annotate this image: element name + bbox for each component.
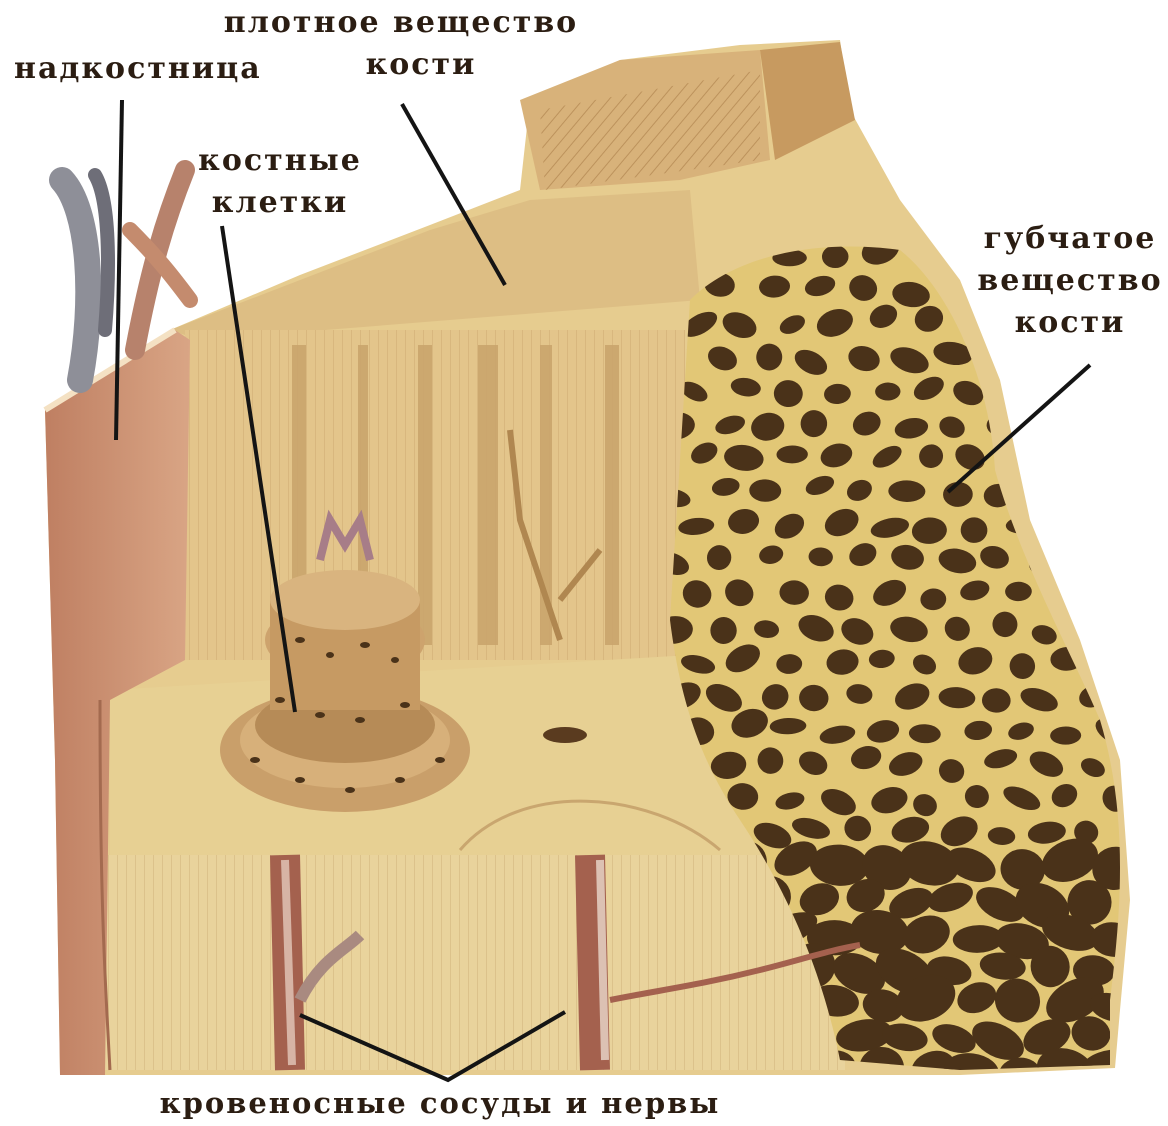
spongy-cavity bbox=[1098, 377, 1126, 402]
spongy-cavity bbox=[1068, 483, 1107, 509]
label-compact-line1: плотное вещество bbox=[218, 2, 584, 44]
spongy-cavity bbox=[1003, 373, 1037, 404]
spongy-cavity bbox=[1075, 403, 1118, 438]
label-spongy-line2: вещество bbox=[972, 260, 1168, 302]
label-vessels-text: кровеносные сосуды и нервы bbox=[150, 1082, 730, 1124]
label-spongy-line3: кости bbox=[972, 302, 1168, 344]
spongy-cavity bbox=[1098, 517, 1131, 547]
spongy-cavity bbox=[1099, 446, 1127, 473]
spongy-cavity bbox=[1073, 547, 1106, 577]
label-compact-bone: плотное вещество кости bbox=[218, 2, 584, 86]
label-spongy-bone: губчатое вещество кости bbox=[972, 218, 1168, 344]
label-vessels-nerves: кровеносные сосуды и нервы bbox=[150, 1082, 730, 1124]
label-spongy-line1: губчатое bbox=[972, 218, 1168, 260]
spongy-cavity bbox=[1053, 437, 1095, 477]
label-bone-cells: костные клетки bbox=[190, 140, 370, 224]
spongy-cavity bbox=[1032, 484, 1060, 508]
spongy-cavity bbox=[1093, 581, 1127, 602]
label-cells-line2: клетки bbox=[190, 182, 370, 224]
label-cells-line1: костные bbox=[190, 140, 370, 182]
spongy-cavity bbox=[1104, 647, 1133, 671]
label-compact-line2: кости bbox=[258, 44, 584, 86]
spongy-cavity bbox=[1037, 348, 1063, 369]
spongy-cavity bbox=[1048, 505, 1085, 537]
